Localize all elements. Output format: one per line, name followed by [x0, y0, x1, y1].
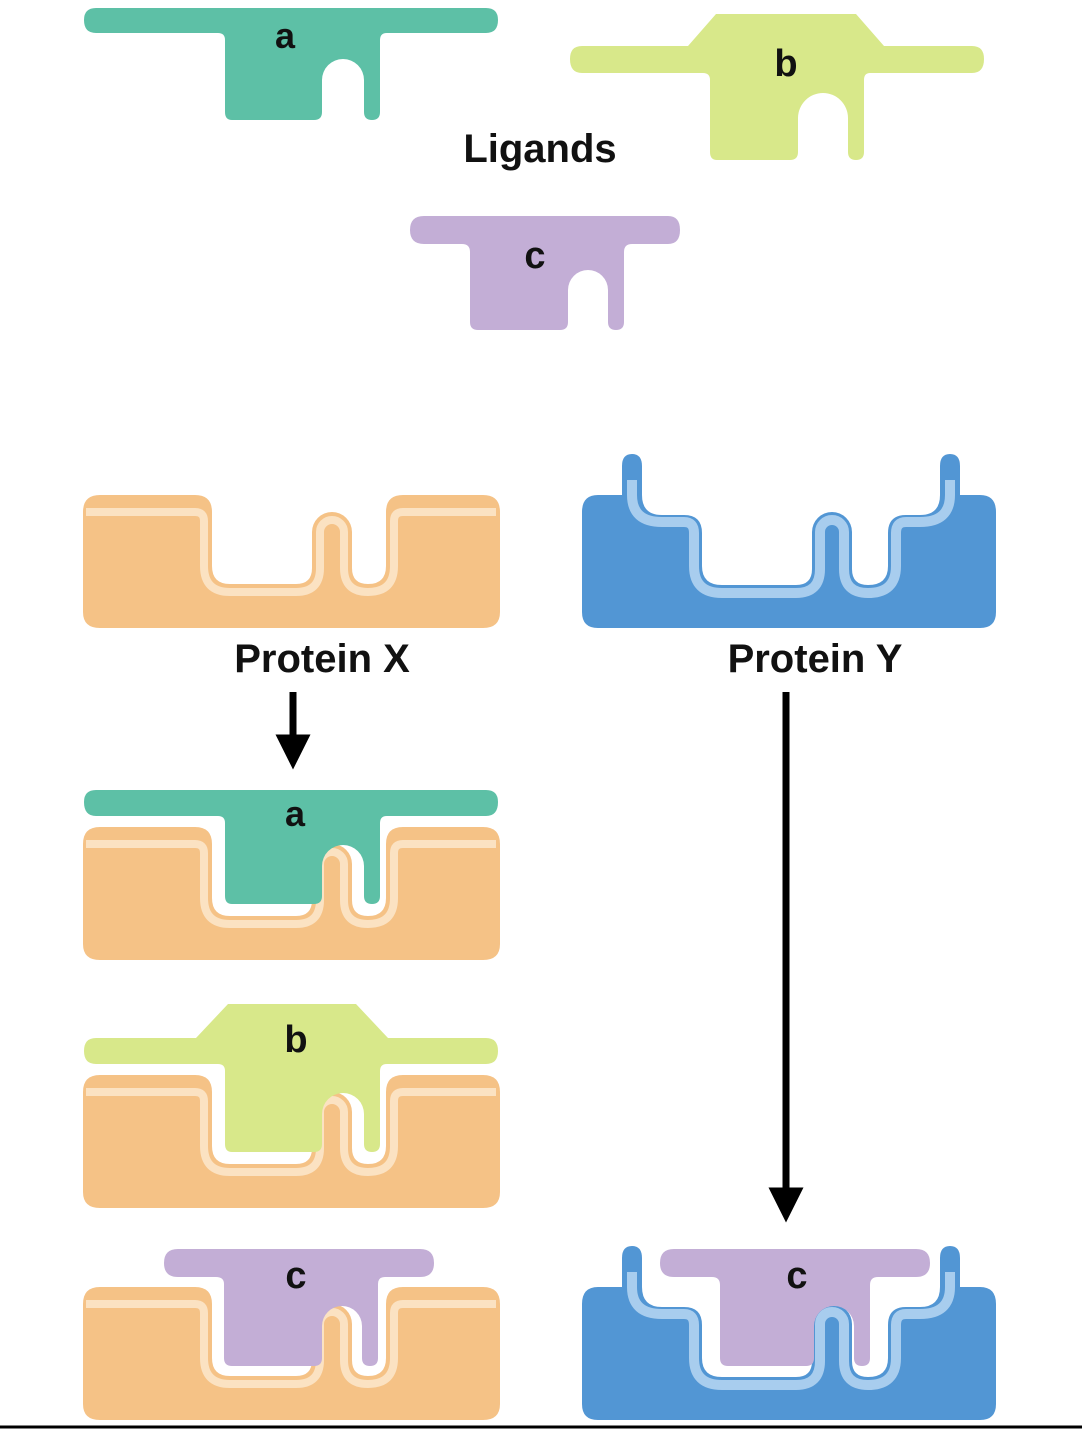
ligand-c: c — [410, 216, 680, 330]
ligands-title: Ligands — [463, 127, 616, 171]
complex-a-ligand-label: a — [285, 793, 306, 834]
complex-b-ligand-label: b — [284, 1019, 307, 1061]
ligand-b-label: b — [774, 43, 797, 85]
ligand-a-label: a — [275, 15, 296, 56]
complex-protein-x-ligand-c: c — [83, 1249, 500, 1420]
complex-protein-y-ligand-c: c — [582, 1246, 996, 1420]
complex-protein-x-ligand-a: a — [83, 790, 500, 960]
ligand-b: b — [570, 14, 984, 160]
protein-y-label: Protein Y — [728, 637, 903, 681]
ligand-c-label: c — [524, 235, 545, 277]
protein-y — [582, 454, 996, 628]
protein-x-label: Protein X — [234, 637, 410, 681]
complex-protein-x-ligand-b: b — [83, 1004, 500, 1208]
complex-c-ligand-label: c — [285, 1255, 306, 1297]
ligand-a: a — [84, 8, 498, 120]
complex-y-c-ligand-label: c — [786, 1255, 807, 1297]
protein-x — [83, 495, 500, 628]
